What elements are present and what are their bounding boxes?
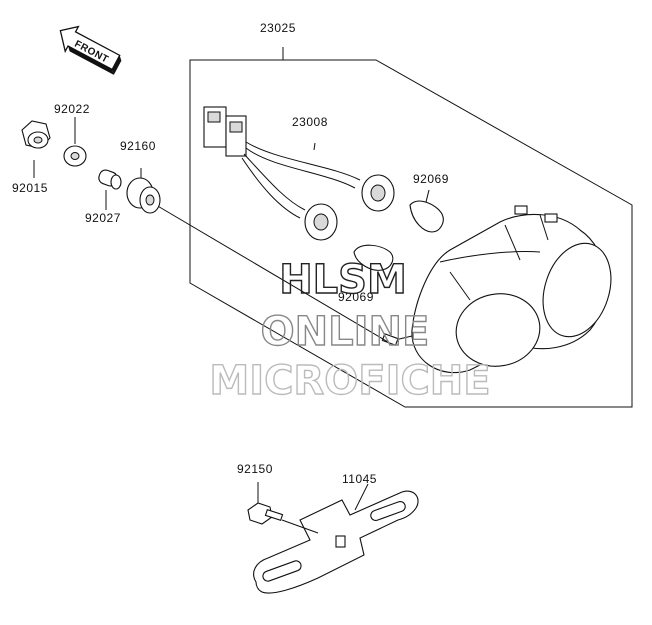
label-23008: 23008: [292, 115, 328, 129]
tail-light-housing: [381, 205, 612, 374]
watermark-line1: HLSM: [279, 257, 407, 303]
label-11045: 11045: [342, 472, 377, 486]
watermark-line3: MICROFICHE: [209, 358, 490, 404]
label-92022: 92022: [54, 102, 90, 116]
wire-harness: [203, 106, 395, 241]
assembly-outline: [189, 59, 633, 408]
grommet-92160: [126, 168, 161, 214]
license-bracket: [253, 483, 419, 594]
label-92069-upper: 92069: [413, 172, 449, 186]
label-92069-lower: 92069: [338, 290, 374, 304]
front-arrow-icon: FRONT: [59, 25, 122, 75]
label-92027: 92027: [85, 211, 121, 225]
bulb-lower: [353, 244, 394, 271]
bolt-92150: [247, 482, 319, 534]
watermark-line2: ONLINE: [261, 309, 430, 355]
label-23025: 23025: [260, 21, 296, 35]
label-92150: 92150: [237, 462, 273, 476]
label-92160: 92160: [120, 139, 156, 153]
stud-leader: [155, 204, 389, 343]
bulb-upper: [409, 189, 444, 233]
label-92015: 92015: [12, 181, 48, 195]
collar-92027: [98, 169, 122, 190]
washer-92022: [63, 145, 87, 167]
nut-92015: [21, 120, 51, 149]
